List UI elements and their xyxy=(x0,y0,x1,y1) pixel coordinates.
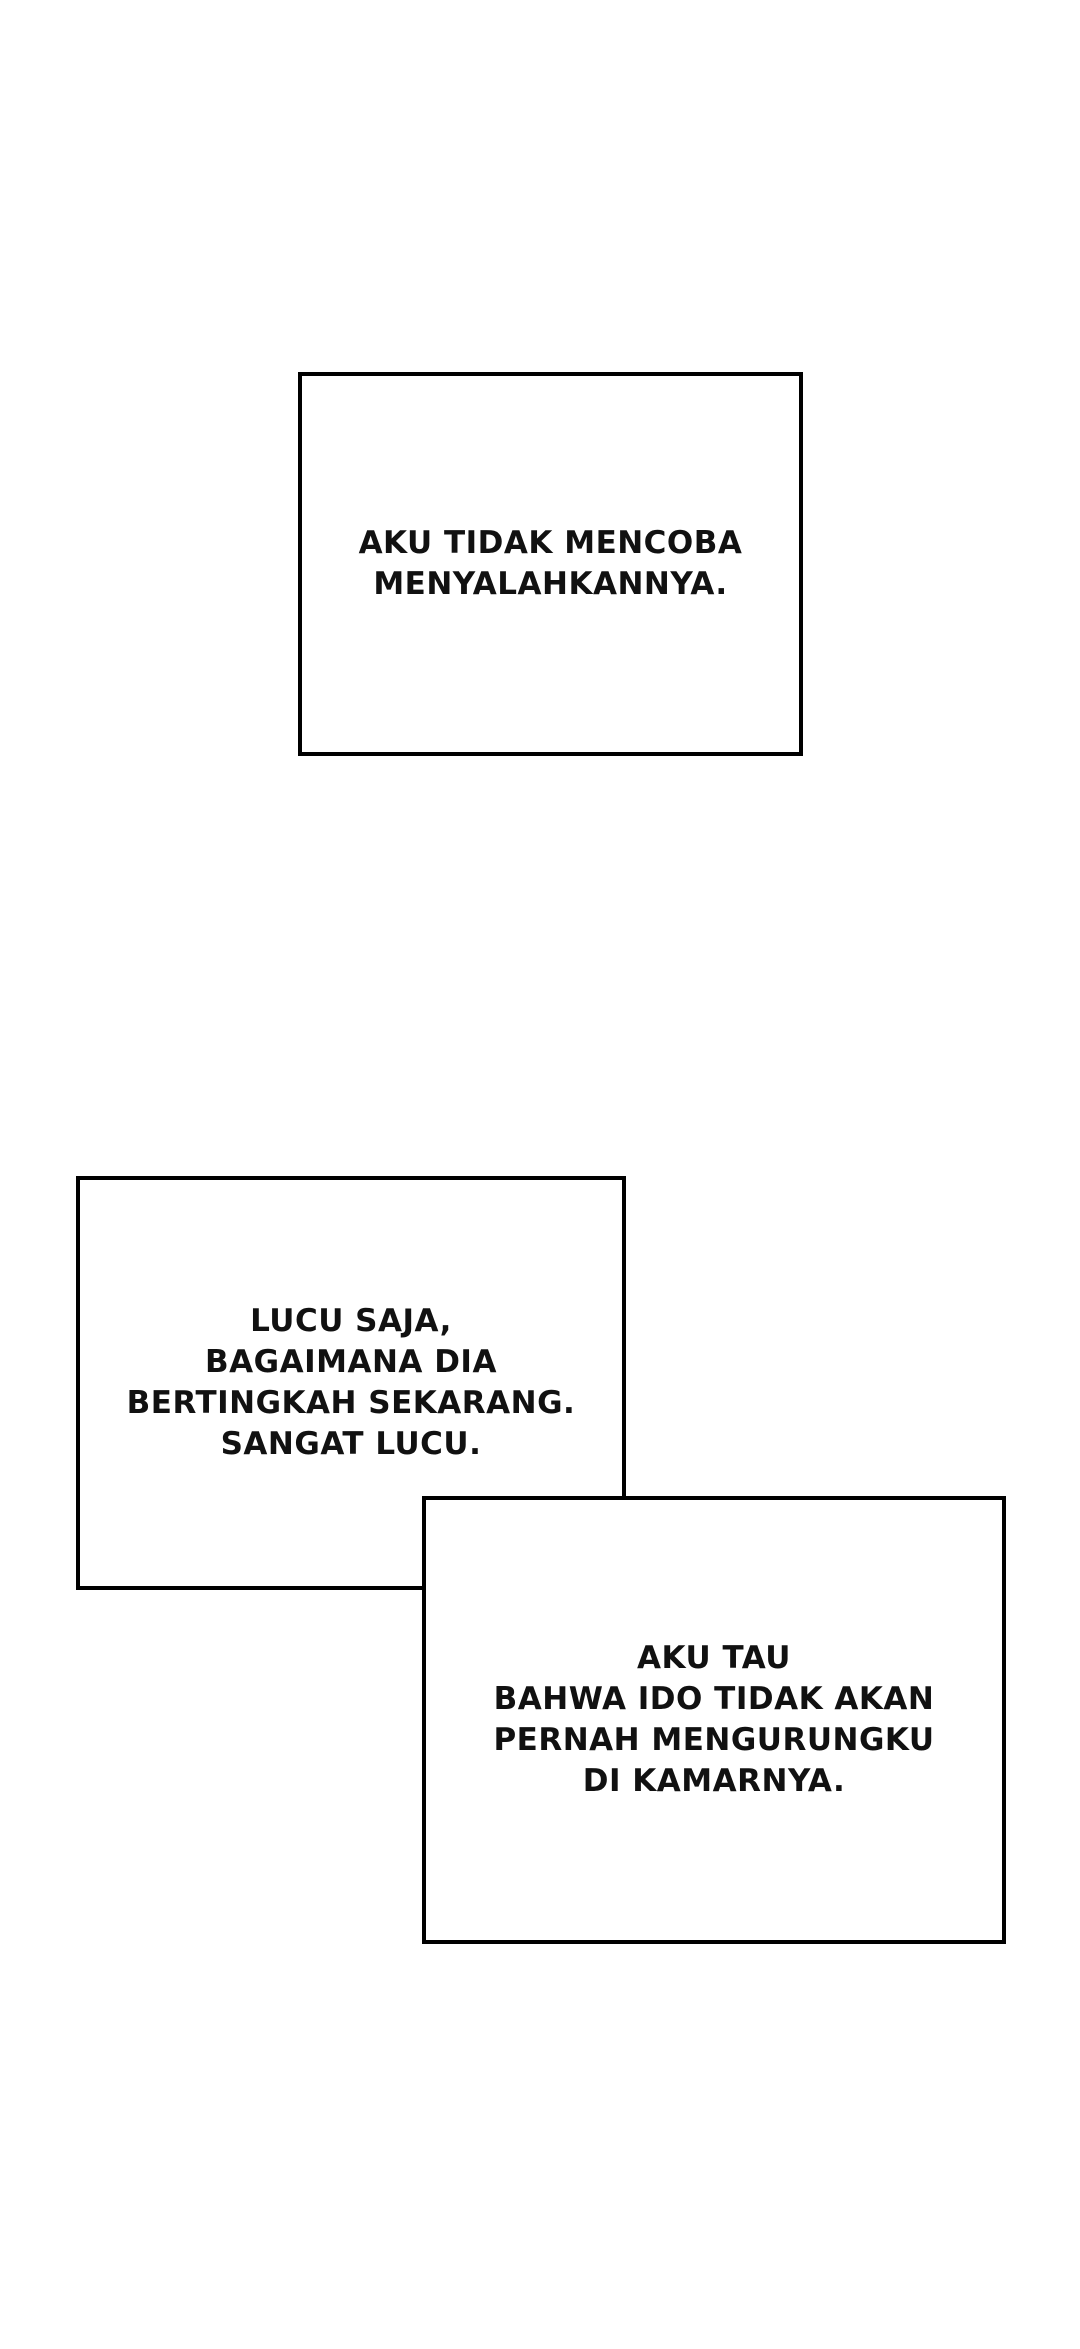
caption-box-3: AKU TAU BAHWA IDO TIDAK AKAN PERNAH MENG… xyxy=(422,1496,1006,1944)
caption-line: AKU TIDAK MENCOBA xyxy=(358,525,743,561)
caption-text-1: AKU TIDAK MENCOBA MENYALAHKANNYA. xyxy=(302,376,799,752)
caption-line: PERNAH MENGURUNGKU xyxy=(493,1722,935,1758)
caption-line: LUCU SAJA, xyxy=(250,1303,452,1339)
caption-line: BAGAIMANA DIA xyxy=(205,1344,497,1380)
caption-text-2: LUCU SAJA, BAGAIMANA DIA BERTINGKAH SEKA… xyxy=(80,1180,622,1586)
caption-line: SANGAT LUCU. xyxy=(220,1426,482,1462)
caption-line: BAHWA IDO TIDAK AKAN xyxy=(493,1681,935,1717)
caption-box-2: LUCU SAJA, BAGAIMANA DIA BERTINGKAH SEKA… xyxy=(76,1176,626,1590)
caption-line: AKU TAU xyxy=(637,1640,791,1676)
caption-line: DI KAMARNYA. xyxy=(582,1763,846,1799)
caption-box-1: AKU TIDAK MENCOBA MENYALAHKANNYA. xyxy=(298,372,803,756)
caption-text-3: AKU TAU BAHWA IDO TIDAK AKAN PERNAH MENG… xyxy=(426,1500,1002,1940)
caption-line: MENYALAHKANNYA. xyxy=(373,566,728,602)
caption-line: BERTINGKAH SEKARANG. xyxy=(126,1385,576,1421)
